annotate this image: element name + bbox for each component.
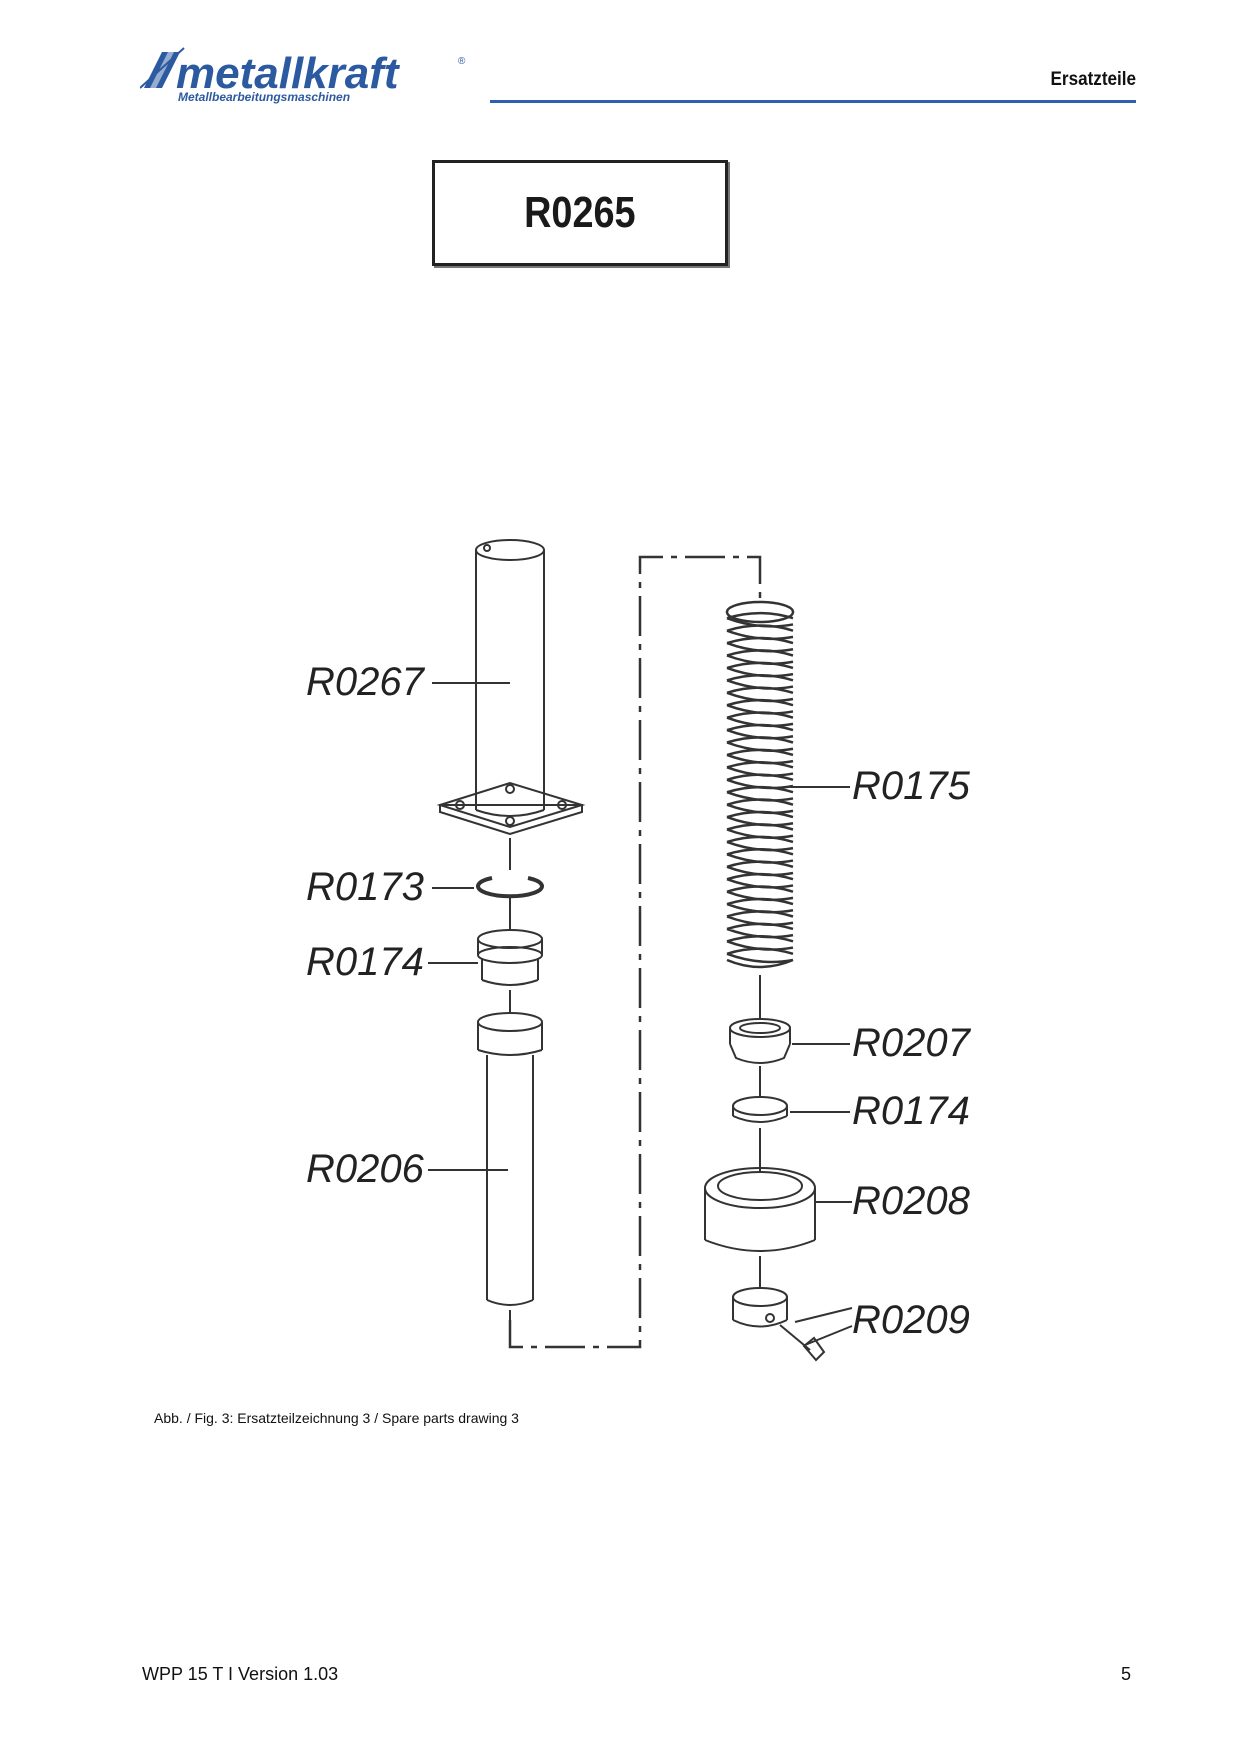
part-label-R0206: R0206 [306, 1147, 425, 1191]
part-R0206-piston [477, 1012, 543, 1306]
part-label-R0173: R0173 [306, 865, 424, 909]
part-label-R0174-right: R0174 [852, 1089, 970, 1133]
part-R0267-tube [436, 539, 586, 836]
part-R0173-ring [476, 876, 544, 899]
brand-logo: metallkraft ® Metallbearbeitungsmaschine… [140, 44, 470, 104]
figure-caption: Abb. / Fig. 3: Ersatzteilzeichnung 3 / S… [154, 1410, 519, 1426]
brand-wordmark: metallkraft [176, 49, 401, 98]
part-R0174-bushing-right [732, 1096, 788, 1123]
part-label-R0174-left: R0174 [306, 940, 424, 984]
registered-mark: ® [458, 56, 466, 67]
routing-line [508, 555, 762, 1349]
footer-doc-version: WPP 15 T I Version 1.03 [142, 1664, 339, 1684]
assembly-code-box: R0265 [432, 160, 728, 266]
section-title: Ersatzteile [1050, 69, 1136, 90]
part-label-R0175: R0175 [852, 764, 971, 808]
brand-tagline: Metallbearbeitungsmaschinen [178, 90, 350, 104]
part-R0175-spring [725, 600, 795, 969]
part-R0174-bushing-left [477, 929, 543, 986]
header-rule [490, 100, 1136, 103]
part-label-R0267: R0267 [306, 660, 426, 704]
part-label-R0207: R0207 [852, 1021, 972, 1065]
assembly-code: R0265 [524, 188, 636, 237]
footer-page-number: 5 [1120, 1664, 1131, 1684]
part-label-R0209: R0209 [852, 1298, 970, 1342]
part-R0209-set-collar [732, 1287, 826, 1362]
part-label-R0208: R0208 [852, 1179, 971, 1223]
part-R0208-collar [704, 1167, 816, 1252]
part-R0207-bushing [729, 1018, 791, 1064]
